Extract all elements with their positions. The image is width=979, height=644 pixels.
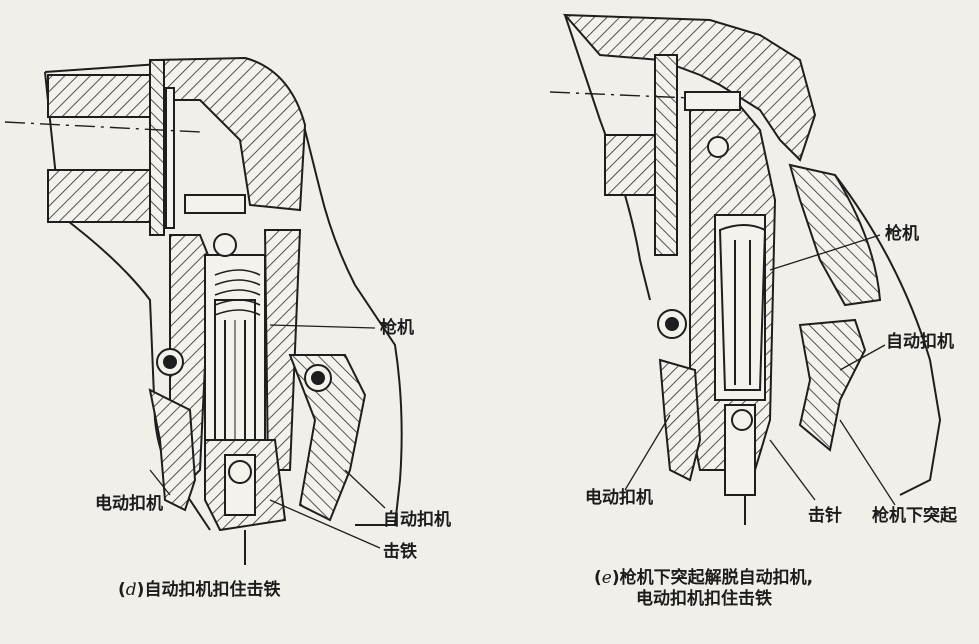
caption-right-prefix: (: [594, 568, 602, 588]
label-bolt-right: 枪机: [885, 224, 919, 244]
label-bolt-left: 枪机: [380, 318, 414, 338]
label-hammer-left: 击铁: [383, 542, 417, 562]
caption-right-line2: 电动扣机扣住击铁: [636, 589, 772, 610]
label-electric-sear-left: 电动扣机: [95, 494, 163, 514]
label-auto-sear-right: 自动扣机: [886, 332, 954, 352]
caption-right-line1: )枪机下突起解脱自动扣机,: [611, 568, 814, 588]
caption-left-prefix: (: [118, 580, 126, 600]
label-firing-pin-right: 击针: [808, 506, 842, 526]
right-mechanism: [549, 13, 942, 525]
left-mechanism: [4, 56, 403, 565]
caption-left: (d)自动扣机扣住击铁: [118, 580, 280, 601]
label-auto-sear-left: 自动扣机: [383, 510, 451, 530]
label-bolt-lug-right: 枪机下突起: [872, 506, 957, 526]
caption-right-letter: e: [601, 568, 612, 588]
label-electric-sear-right: 电动扣机: [585, 488, 653, 508]
caption-left-letter: d: [125, 580, 137, 600]
caption-left-text: )自动扣机扣住击铁: [136, 580, 281, 600]
caption-right: (e)枪机下突起解脱自动扣机, 电动扣机扣住击铁: [594, 568, 813, 611]
